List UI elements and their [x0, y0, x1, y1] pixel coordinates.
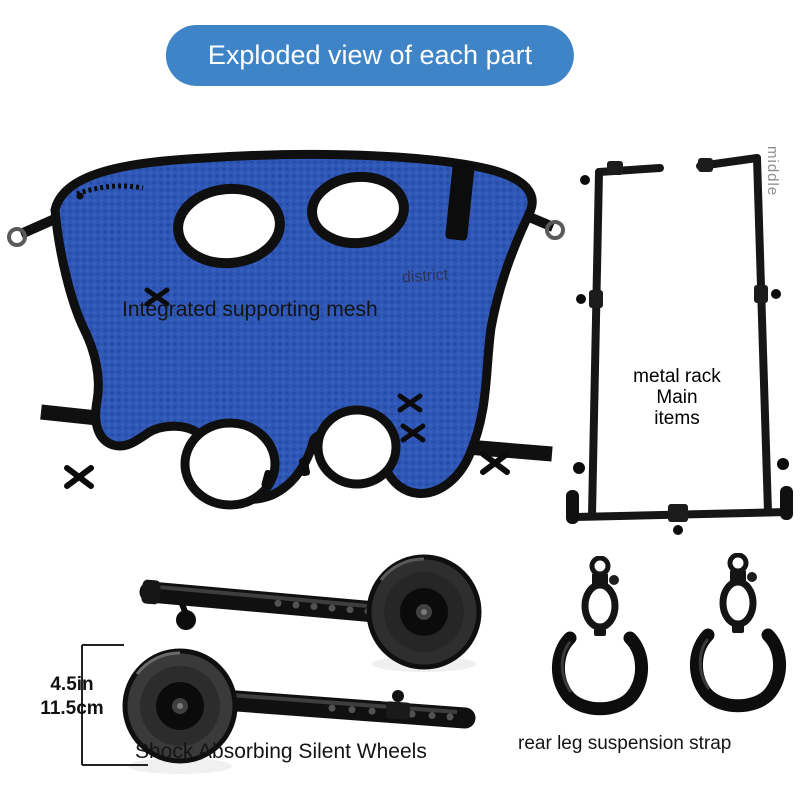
arm-clamp: [385, 701, 411, 720]
wheels-label: Shock Absorbing Silent Wheels: [135, 740, 427, 763]
rack-knobs: [573, 175, 789, 535]
strap-sheen: [698, 638, 711, 690]
lower-right-webbing: [466, 439, 553, 462]
mesh-label: Integrated supporting mesh: [122, 298, 378, 321]
leg-hole-right: [313, 405, 401, 489]
top-ring: [589, 556, 611, 577]
arm-highlight: [203, 691, 458, 714]
rack-tubes: [571, 154, 792, 521]
clip-left: [261, 469, 274, 489]
rack-label: metal rack Main items: [612, 366, 742, 429]
suspension-strap-left: [551, 556, 649, 716]
watermark: district: [401, 266, 449, 287]
top-ring: [727, 553, 749, 574]
axle-dot: [421, 609, 427, 615]
velcro-strip: [445, 161, 475, 241]
wheel-arm: [139, 581, 409, 625]
swivel-knob: [609, 575, 619, 585]
clip-right: [298, 457, 311, 477]
strap-loop: [689, 628, 787, 713]
dimension-bracket: [81, 644, 148, 766]
leg-hole-left: [180, 418, 280, 510]
mesh-harness-illustration: [7, 149, 565, 510]
middle-label: middle: [764, 146, 781, 197]
zipper: [76, 183, 144, 197]
tire-highlight: [135, 651, 181, 675]
carabiner: [581, 581, 619, 631]
strap-loop: [551, 631, 649, 716]
metal-rack-illustration: [566, 154, 793, 535]
front-hole-left: [173, 183, 285, 269]
dimension-centimeters: 11.5cm: [40, 698, 104, 719]
right-d-ring: [545, 220, 565, 240]
wheel-assembly-lower: [122, 648, 476, 774]
tire-highlight: [379, 557, 425, 581]
link: [732, 621, 744, 633]
arm-adjust-holes: [328, 704, 454, 721]
x-buckles: [64, 287, 510, 489]
wheel-shadow: [128, 758, 232, 774]
rack-label-line2: Main: [656, 387, 698, 408]
ball-knob: [176, 610, 196, 630]
left-d-ring: [7, 227, 27, 247]
rack-label-line1: metal rack: [633, 366, 721, 387]
strap-sheen: [560, 641, 573, 693]
rack-label-line3: items: [654, 408, 700, 429]
wheel-assembly-upper: [139, 554, 482, 672]
zipper-pull: [76, 192, 84, 200]
axle-dot: [177, 703, 183, 709]
link: [594, 624, 606, 636]
swivel-knob: [747, 572, 757, 582]
clamp-knob: [392, 690, 404, 702]
straps-label: rear leg suspension strap: [518, 733, 732, 754]
rack-clamps: [566, 158, 793, 524]
title-banner: Exploded view of each part: [165, 25, 575, 86]
arm-highlight: [157, 585, 391, 610]
suspension-strap-right: [689, 553, 787, 713]
left-strap: [18, 213, 60, 239]
front-hole-right: [307, 171, 409, 249]
page-title: Exploded view of each part: [207, 40, 533, 70]
dimension-inches: 4.5in: [50, 674, 94, 695]
arm-end-clamp: [141, 579, 161, 605]
carabiner: [719, 578, 757, 628]
